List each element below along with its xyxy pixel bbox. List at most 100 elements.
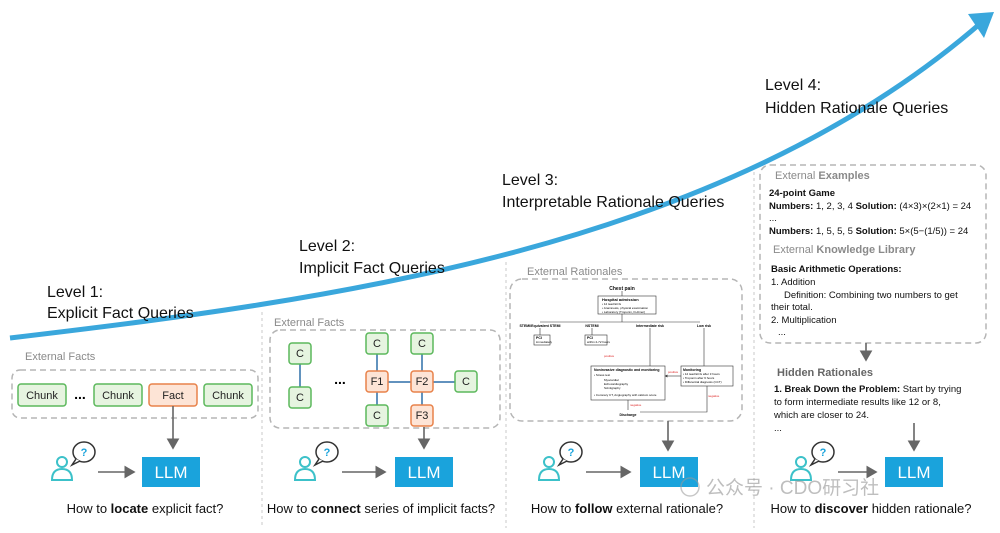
ops-ellipsis: ... bbox=[778, 327, 786, 338]
level1-title: Explicit Fact Queries bbox=[47, 305, 194, 322]
flow-diag-line-1: • Stress test bbox=[594, 373, 610, 377]
flow-diag-line-3: Echocardiography bbox=[604, 382, 629, 386]
chunk-2-label: Chunk bbox=[102, 390, 134, 402]
examples-heading: External Examples bbox=[775, 170, 870, 182]
example-1: Numbers: 1, 2, 3, 4 Solution: (4×3)×(2×1… bbox=[769, 201, 971, 212]
flow-negative-2: negative bbox=[708, 394, 720, 398]
flow-diag-title: Noninvasive diagnostic and monitoring bbox=[594, 368, 660, 372]
flow-root: Chest pain bbox=[609, 286, 635, 292]
flow-monitor-title: Monitoring bbox=[683, 368, 701, 372]
question-bubble-icon: ? bbox=[556, 441, 583, 467]
flow-branch-1: STEMI/Equivalent STEMI bbox=[519, 324, 560, 328]
flow-pci2-box bbox=[584, 334, 608, 346]
level2-llm-label: LLM bbox=[407, 463, 440, 482]
hidden-rationales-title: Hidden Rationales bbox=[777, 367, 873, 379]
node-c1-label: C bbox=[296, 348, 304, 360]
flow-branch-3: Intermediate risk bbox=[636, 324, 664, 328]
svg-text:?: ? bbox=[324, 447, 331, 459]
level4-llm-label: LLM bbox=[897, 463, 930, 482]
user-icon bbox=[50, 456, 74, 481]
level2-title: Implicit Fact Queries bbox=[299, 260, 445, 277]
watermark: 公众号 · CDO研习社 bbox=[680, 477, 879, 499]
flow-hospital-line-1: • 12 lead ECG bbox=[602, 302, 622, 306]
flow-hospital-box bbox=[597, 295, 657, 315]
level3-number: Level 3: bbox=[502, 172, 558, 189]
level4-title: Hidden Rationale Queries bbox=[765, 100, 948, 117]
level1-user: ? bbox=[50, 441, 96, 481]
flow-pci1-box bbox=[533, 334, 551, 346]
wechat-icon bbox=[680, 477, 700, 497]
level2-llm bbox=[395, 457, 453, 487]
ops-title: Basic Arithmetic Operations: bbox=[771, 264, 902, 275]
flow-monitor-line-1: • 12 lead ECG after 3 hours bbox=[683, 372, 720, 376]
watermark-text: 公众号 · CDO研习社 bbox=[706, 477, 879, 499]
flow-positive-2: positive bbox=[668, 370, 679, 374]
question-bubble-icon: ? bbox=[808, 441, 835, 467]
flow-diag-line-2: Myocardial bbox=[604, 378, 619, 382]
op-addition-def-1: Definition: Combining two numbers to get bbox=[784, 290, 958, 301]
level1-number: Level 1: bbox=[47, 284, 103, 301]
flow-negative-1: negative bbox=[630, 403, 642, 407]
level3-title: Interpretable Rationale Queries bbox=[502, 194, 724, 211]
node-f2 bbox=[410, 370, 434, 393]
examples-ellipsis: ... bbox=[769, 213, 777, 224]
flow-hospital-line-2: • Anamnesis, physical examination bbox=[602, 306, 648, 310]
node-c5-label: C bbox=[462, 376, 470, 388]
hidden-item-line-3: which are closer to 24. bbox=[773, 410, 869, 421]
op-addition-def-2: their total. bbox=[771, 302, 813, 313]
node-f1-label: F1 bbox=[371, 376, 384, 388]
fact-label: Fact bbox=[162, 390, 183, 402]
chunk-2 bbox=[93, 383, 143, 407]
level3-rationale-container bbox=[509, 278, 743, 422]
node-c4 bbox=[410, 332, 434, 355]
level4-question: How to discover hidden rationale? bbox=[771, 501, 972, 516]
level3-section-label: External Rationales bbox=[527, 266, 623, 278]
level4-number: Level 4: bbox=[765, 77, 821, 94]
level1-llm bbox=[142, 457, 200, 487]
node-c6 bbox=[365, 404, 389, 427]
node-c3-label: C bbox=[373, 338, 381, 350]
node-c4-label: C bbox=[418, 338, 426, 350]
node-c1 bbox=[288, 342, 312, 365]
svg-text:?: ? bbox=[81, 447, 88, 459]
level3-llm bbox=[640, 457, 698, 487]
node-c3 bbox=[365, 332, 389, 355]
level4-llm bbox=[885, 457, 943, 487]
level1-ellipsis: ... bbox=[74, 386, 86, 402]
level1-facts-container bbox=[11, 369, 259, 419]
flow-monitor-line-3: • Differential diagnosis (CCT) bbox=[683, 380, 722, 384]
user-icon bbox=[293, 456, 317, 481]
flow-pci2-sub: within 2-72 hours bbox=[587, 340, 610, 344]
level4-external-container bbox=[759, 164, 987, 344]
flow-diag-line-5: • Coronary CT, Angiography with calcium … bbox=[594, 393, 657, 397]
user-icon bbox=[537, 456, 561, 481]
node-f1 bbox=[365, 370, 389, 393]
chunk-1-label: Chunk bbox=[26, 390, 58, 402]
hidden-item-line-2: to form intermediate results like 12 or … bbox=[774, 397, 941, 408]
level2-user: ? bbox=[293, 441, 339, 481]
growth-curve bbox=[9, 20, 984, 341]
level2-question: How to connect series of implicit facts? bbox=[267, 501, 495, 516]
game-title: 24-point Game bbox=[769, 188, 835, 199]
level1-section-label: External Facts bbox=[25, 351, 96, 363]
flow-branch-2: NSTEMI bbox=[585, 324, 598, 328]
level2-section-label: External Facts bbox=[274, 317, 345, 329]
op-multiplication: 2. Multiplication bbox=[771, 315, 836, 326]
flow-discharge: Discharge bbox=[620, 413, 637, 417]
flow-diag-line-4: Scintigraphy bbox=[604, 386, 621, 390]
chunk-3 bbox=[203, 383, 253, 407]
flow-link-monitor-discharge bbox=[640, 386, 708, 413]
svg-text:?: ? bbox=[568, 447, 575, 459]
chunk-1 bbox=[17, 383, 67, 407]
node-f3-label: F3 bbox=[416, 410, 429, 422]
flow-hospital-line-3: • Laboratory (Troponin, D-dimer) bbox=[602, 310, 645, 314]
flow-hospital: Hospital admission bbox=[602, 297, 639, 302]
level2-facts-container bbox=[269, 329, 501, 429]
svg-text:?: ? bbox=[820, 447, 827, 459]
level4-user: ? bbox=[789, 441, 835, 481]
flow-pci2: PCI bbox=[587, 336, 593, 340]
level3-llm-label: LLM bbox=[652, 463, 685, 482]
example-2: Numbers: 1, 5, 5, 5 Solution: 5×(5−(1/5)… bbox=[769, 226, 968, 237]
hidden-ellipsis: ... bbox=[774, 423, 782, 434]
